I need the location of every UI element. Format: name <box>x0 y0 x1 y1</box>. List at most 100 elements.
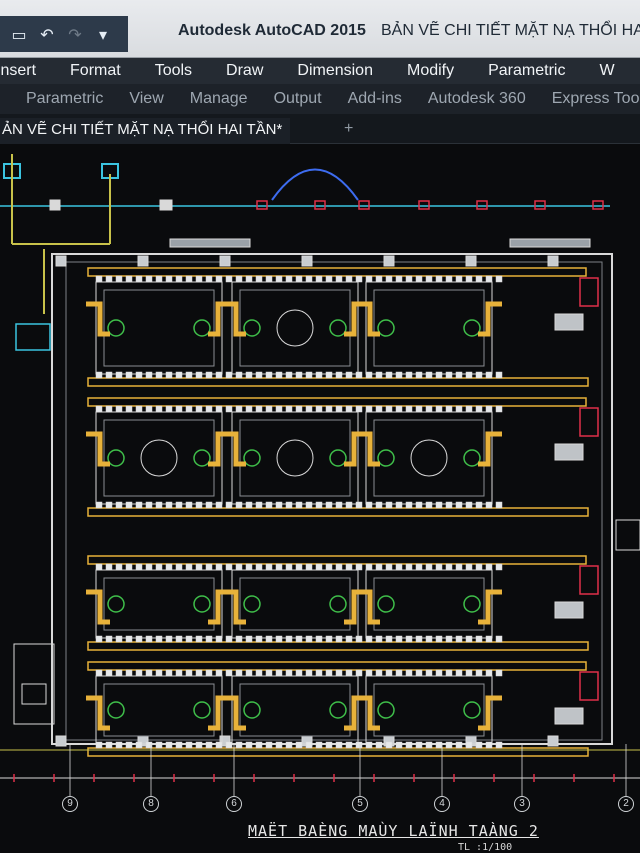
grille <box>495 669 503 677</box>
tab-parametric[interactable]: Parametric <box>26 90 104 107</box>
diffuser <box>243 701 261 719</box>
tab-express-tools[interactable]: Express Tools <box>551 90 640 107</box>
grille <box>225 371 233 379</box>
tab-manage[interactable]: Manage <box>189 90 248 107</box>
tab-add-ins[interactable]: Add-ins <box>347 90 402 107</box>
menu-insert[interactable]: Insert <box>0 62 37 79</box>
grille <box>155 563 163 571</box>
menu-window[interactable]: W <box>599 62 615 79</box>
grille <box>255 635 263 643</box>
duct-elbow <box>356 431 380 467</box>
grille <box>315 669 323 677</box>
grille <box>435 563 443 571</box>
ahu-box <box>554 707 584 725</box>
grille <box>105 405 113 413</box>
cad-arc <box>271 168 359 201</box>
diffuser <box>243 319 261 337</box>
document-title: BẢN VẼ CHI TIẾT MẶT NẠ THỔI HAI T <box>381 22 640 39</box>
grille <box>185 501 193 509</box>
grille <box>325 635 333 643</box>
grille <box>325 405 333 413</box>
grille <box>495 275 503 283</box>
ceiling-panel-inner <box>103 683 215 737</box>
grille <box>475 741 483 749</box>
duct-elbow <box>222 695 246 731</box>
menu-tools[interactable]: Tools <box>154 62 193 79</box>
menu-dimension[interactable]: Dimension <box>297 62 373 79</box>
grille <box>265 563 273 571</box>
grille <box>195 635 203 643</box>
grille <box>175 635 183 643</box>
ceiling-panel-inner <box>373 289 485 367</box>
menu-modify[interactable]: Modify <box>406 62 455 79</box>
duct-elbow <box>208 589 232 625</box>
grille <box>285 669 293 677</box>
duct-main <box>87 641 589 651</box>
grille <box>365 371 373 379</box>
tab-output[interactable]: Output <box>273 90 322 107</box>
grille <box>315 275 323 283</box>
tab-view[interactable]: View <box>129 90 164 107</box>
dropdown-icon[interactable]: ▾ <box>98 24 108 44</box>
ceiling-panel <box>95 569 223 639</box>
file-tab-active[interactable]: ẢN VẼ CHI TIẾT MẶT NẠ THỔI HAI TẦN* <box>0 118 291 144</box>
menu-format[interactable]: Format <box>70 62 121 79</box>
diffuser <box>329 701 347 719</box>
grille <box>285 405 293 413</box>
grille <box>355 669 363 677</box>
grille <box>275 405 283 413</box>
grille <box>305 741 313 749</box>
grille <box>95 275 103 283</box>
drawing-canvas[interactable]: 9 8 6 5 4 3 2 MAËT BAÈNG MAÙY LAÏNH TAÀN… <box>0 144 640 853</box>
grille <box>315 741 323 749</box>
grille <box>425 501 433 509</box>
grid-axis-label: 9 <box>62 796 78 812</box>
cad-marker <box>592 200 604 210</box>
grille <box>495 371 503 379</box>
cad-marker <box>418 200 430 210</box>
duct-elbow <box>478 431 502 467</box>
grille <box>295 371 303 379</box>
ceiling-circle <box>410 439 448 477</box>
room-outline <box>21 683 47 705</box>
ahu-unit <box>579 671 599 701</box>
grille <box>445 563 453 571</box>
grille <box>335 371 343 379</box>
grille <box>395 741 403 749</box>
grille <box>345 405 353 413</box>
menu-parametric[interactable]: Parametric <box>488 62 566 79</box>
undo-icon[interactable]: ↶ <box>40 24 54 44</box>
grille <box>485 563 493 571</box>
cad-bar <box>169 238 251 248</box>
grille <box>295 741 303 749</box>
redo-icon[interactable]: ↷ <box>68 24 82 44</box>
menu-draw[interactable]: Draw <box>226 62 264 79</box>
new-tab-button[interactable]: + <box>344 120 354 137</box>
grille <box>385 405 393 413</box>
grille <box>325 501 333 509</box>
diffuser <box>377 595 395 613</box>
grille <box>425 405 433 413</box>
grille <box>315 405 323 413</box>
column-marker <box>547 735 559 747</box>
building-inner-outline <box>65 261 603 741</box>
diffuser <box>463 319 481 337</box>
folder-icon[interactable]: ▭ <box>11 24 27 44</box>
grille <box>185 563 193 571</box>
grille <box>405 405 413 413</box>
ceiling-panel-inner <box>373 419 485 497</box>
duct-main <box>87 377 589 387</box>
grille <box>405 501 413 509</box>
grille <box>175 741 183 749</box>
grille <box>165 405 173 413</box>
grille <box>175 563 183 571</box>
tab-autodesk-360[interactable]: Autodesk 360 <box>427 90 526 107</box>
grille <box>185 635 193 643</box>
menu-bar: Insert Format Tools Draw Dimension Modif… <box>0 58 640 84</box>
grille <box>135 669 143 677</box>
grille <box>495 635 503 643</box>
grille <box>445 669 453 677</box>
grille <box>145 405 153 413</box>
grille <box>355 741 363 749</box>
grille <box>325 669 333 677</box>
